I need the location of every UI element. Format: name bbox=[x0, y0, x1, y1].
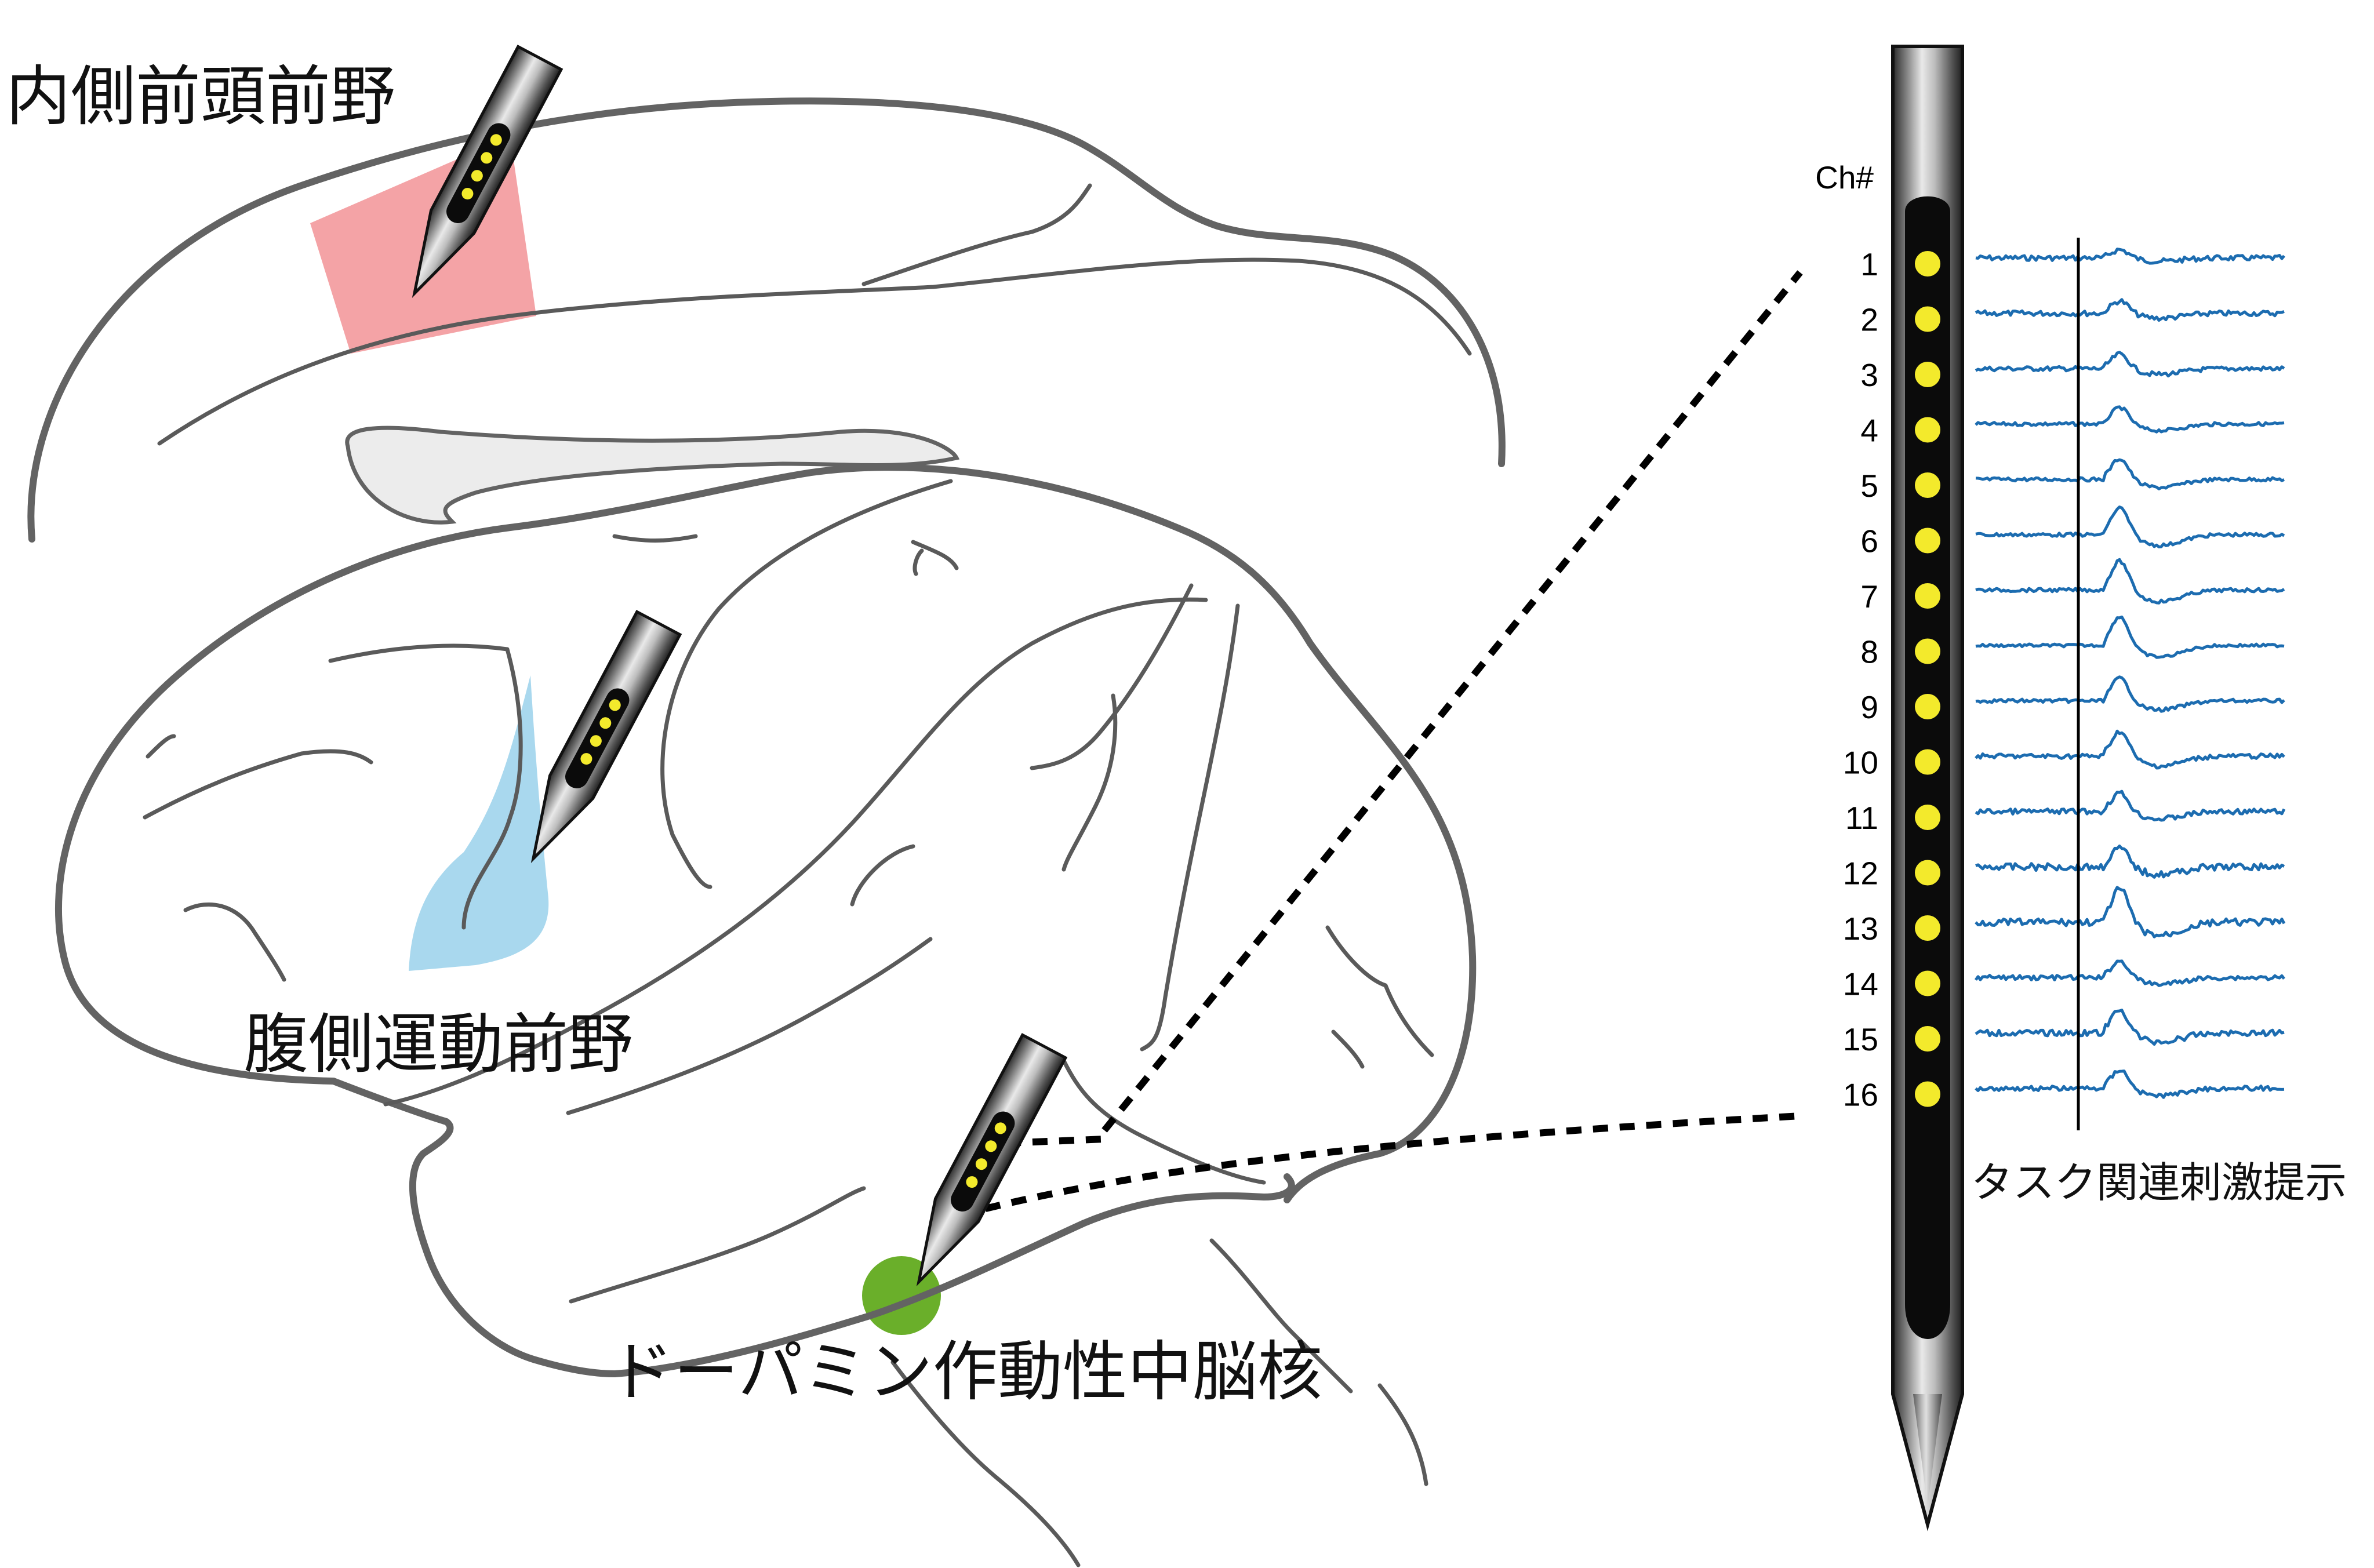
contact-16 bbox=[1915, 1081, 1940, 1107]
channel-label-11: 11 bbox=[1845, 800, 1878, 836]
trace-channel-3 bbox=[1975, 351, 2285, 378]
frontal-sulcus-b bbox=[183, 902, 286, 982]
medial-hemisphere-outline bbox=[27, 97, 1506, 543]
trace-channel-14 bbox=[1974, 959, 2285, 987]
cerebellum-line-a bbox=[1209, 1238, 1353, 1394]
contact-14 bbox=[1915, 970, 1940, 996]
channel-label-3: 3 bbox=[1860, 357, 1878, 393]
contact-10 bbox=[1915, 749, 1940, 775]
superior-temporal-sulcus bbox=[566, 937, 933, 1115]
corpus-callosum bbox=[345, 425, 960, 525]
channel-label-5: 5 bbox=[1860, 468, 1878, 504]
channel-label-8: 8 bbox=[1860, 634, 1878, 670]
channel-header: Ch# bbox=[1815, 159, 1874, 195]
trace-channel-1 bbox=[1975, 248, 2285, 265]
brainstem-outline bbox=[611, 1173, 1295, 1377]
channel-label-14: 14 bbox=[1843, 966, 1878, 1002]
trace-channel-11 bbox=[1975, 790, 2286, 822]
trace-channel-16 bbox=[1975, 1069, 2285, 1099]
stimulus-event-label: タスク関連刺激提示 bbox=[1971, 1158, 2347, 1207]
trace-channel-15 bbox=[1975, 1009, 2285, 1046]
recorded-traces bbox=[1974, 248, 2286, 1099]
temporal-sulcus-2 bbox=[850, 844, 915, 907]
channel-label-9: 9 bbox=[1860, 689, 1878, 725]
medial-sulcus-2 bbox=[861, 183, 1092, 286]
zoom-lines bbox=[984, 270, 1803, 1212]
probe-contacts bbox=[1915, 251, 1940, 1107]
trace-channel-12 bbox=[1975, 844, 2285, 879]
channel-label-15: 15 bbox=[1843, 1021, 1878, 1057]
probe-tip-highlight bbox=[1913, 1394, 1942, 1507]
cingulate-sulcus bbox=[157, 257, 1472, 446]
contact-3 bbox=[1915, 362, 1940, 387]
contact-15 bbox=[1915, 1026, 1940, 1052]
channel-label-2: 2 bbox=[1860, 302, 1878, 338]
arcuate-sulcus bbox=[461, 647, 523, 930]
channel-label-7: 7 bbox=[1860, 579, 1878, 614]
central-sulcus bbox=[660, 479, 953, 889]
contact-5 bbox=[1915, 472, 1940, 498]
channel-label-4: 4 bbox=[1860, 413, 1878, 449]
principal-sulcus bbox=[143, 749, 373, 820]
trace-channel-13 bbox=[1975, 886, 2286, 938]
trace-channel-5 bbox=[1975, 458, 2285, 490]
contact-11 bbox=[1915, 805, 1940, 830]
brainstem-line-b bbox=[1377, 1383, 1428, 1486]
trace-channel-2 bbox=[1975, 298, 2285, 322]
vta-label: ドーパミン作動性中脳核 bbox=[609, 1334, 1322, 1410]
pmv-label: 腹側運動前野 bbox=[243, 1007, 633, 1082]
contact-12 bbox=[1915, 860, 1940, 886]
trace-channel-10 bbox=[1975, 729, 2285, 770]
frontal-sulcus-e bbox=[911, 540, 959, 576]
lateral-hemisphere-outline bbox=[54, 464, 1477, 1203]
channel-label-12: 12 bbox=[1843, 856, 1878, 892]
vta-probe bbox=[897, 1035, 1066, 1293]
inferior-temporal-sulcus bbox=[569, 1186, 866, 1304]
temporal-lobe-outline bbox=[330, 1078, 618, 1377]
contact-2 bbox=[1915, 306, 1940, 332]
contact-7 bbox=[1915, 583, 1940, 609]
trace-channel-7 bbox=[1975, 558, 2285, 605]
trace-channel-8 bbox=[1975, 615, 2285, 659]
temporal-pole-sulcus bbox=[1061, 1058, 1266, 1185]
pmv-area bbox=[409, 675, 549, 971]
contact-8 bbox=[1915, 638, 1940, 664]
trace-channel-4 bbox=[1975, 405, 2285, 434]
contact-6 bbox=[1915, 527, 1940, 554]
channel-label-1: 1 bbox=[1860, 246, 1878, 282]
occipital-sulcus-b bbox=[1331, 1029, 1365, 1069]
zoom-line-top-stub bbox=[1005, 1136, 1105, 1147]
contact-9 bbox=[1915, 694, 1940, 719]
channel-label-13: 13 bbox=[1843, 911, 1878, 947]
occipital-sulcus-a bbox=[1325, 925, 1434, 1057]
brain bbox=[27, 97, 1506, 1567]
contact-1 bbox=[1915, 251, 1940, 277]
brainstem-line-a bbox=[890, 1360, 1081, 1567]
sylvian-fissure bbox=[383, 597, 1208, 1107]
frontal-sulcus-d bbox=[612, 534, 698, 543]
trace-channel-9 bbox=[1975, 675, 2285, 713]
frontal-sulcus-c bbox=[328, 643, 510, 663]
parietal-sulcus bbox=[1061, 693, 1118, 872]
channel-label-16: 16 bbox=[1843, 1077, 1878, 1113]
contact-13 bbox=[1915, 915, 1940, 941]
lunate-sulcus bbox=[1140, 603, 1240, 1052]
channel-label-6: 6 bbox=[1860, 523, 1878, 559]
zoom-line-top bbox=[1101, 270, 1803, 1133]
trace-channel-6 bbox=[1975, 505, 2285, 548]
mpfc-label: 内側前頭前野 bbox=[6, 59, 395, 134]
frontal-sulcus-a bbox=[146, 734, 176, 759]
channel-label-10: 10 bbox=[1843, 745, 1878, 781]
contact-4 bbox=[1915, 417, 1940, 443]
zoom-line-bottom bbox=[984, 1112, 1801, 1212]
intraparietal-sulcus bbox=[1030, 583, 1194, 770]
